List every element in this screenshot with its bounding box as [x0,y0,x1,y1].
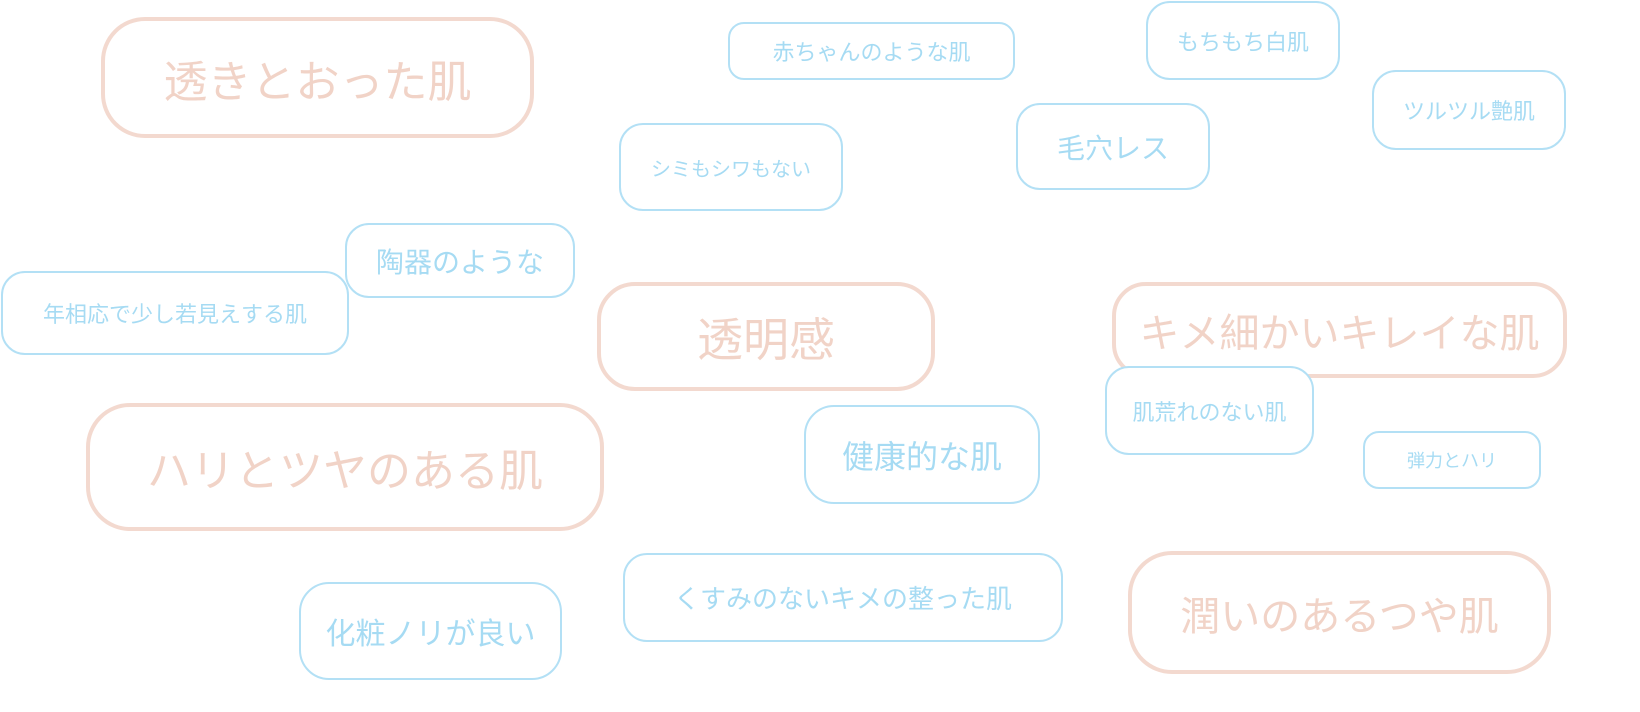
tag-danryoku-to-hari[interactable]: 弾力とハリ [1363,431,1541,489]
tag-hadaare-no-nai-hada[interactable]: 肌荒れのない肌 [1105,366,1314,455]
tag-hari-to-tsuya-no-aru-hada[interactable]: ハリとツヤのある肌 [86,403,604,531]
tag-keana-less[interactable]: 毛穴レス [1016,103,1210,190]
tag-uruoi-no-aru-tsuyahada[interactable]: 潤いのあるつや肌 [1128,551,1551,674]
tag-toumeikan[interactable]: 透明感 [597,282,935,391]
tag-akachan-no-youna-hada[interactable]: 赤ちゃんのような肌 [728,22,1015,80]
tag-keshou-nori-ga-yoi[interactable]: 化粧ノリが良い [299,582,562,680]
tag-kime-komakai-kirei-na-hada[interactable]: キメ細かいキレイな肌 [1112,282,1567,378]
tag-kusumi-no-nai-kime[interactable]: くすみのないキメの整った肌 [623,553,1063,642]
tag-kenkouteki-na-hada[interactable]: 健康的な肌 [804,405,1040,504]
tag-nensouou-wakamie[interactable]: 年相応で少し若見えする肌 [1,271,349,355]
tag-shimi-mo-shiwa-mo-nai[interactable]: シミもシワもない [619,123,843,211]
tag-touki-no-youna[interactable]: 陶器のような [345,223,575,298]
tag-sukitootta-hada[interactable]: 透きとおった肌 [101,17,534,138]
tag-mochimochi-shirohada[interactable]: もちもち白肌 [1146,1,1340,80]
tag-tsurutsuru-tsuyahada[interactable]: ツルツル艶肌 [1372,70,1566,150]
